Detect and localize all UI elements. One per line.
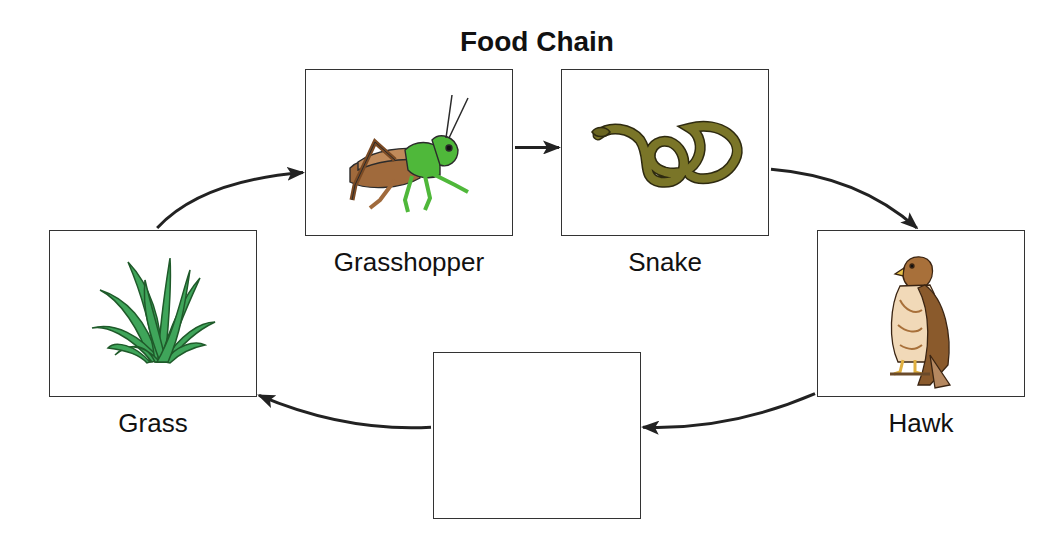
picture-box — [305, 69, 513, 236]
energy-arrow — [157, 173, 303, 228]
picture-box — [433, 352, 641, 519]
food-chain-node: Grasshopper — [305, 69, 513, 277]
food-chain-node — [433, 352, 641, 519]
energy-arrow — [643, 394, 815, 428]
energy-arrow — [259, 395, 431, 427]
energy-arrow — [771, 169, 917, 228]
diagram-title: Food Chain — [337, 24, 737, 60]
grass-picture — [92, 258, 215, 363]
picture-box — [49, 230, 257, 397]
energy-arrow — [515, 146, 559, 149]
grasshopper-picture — [350, 95, 468, 212]
organism-label: Grasshopper — [305, 247, 513, 277]
organism-label: Grass — [49, 408, 257, 438]
food-chain-node: Snake — [561, 69, 769, 277]
food-chain-node: Hawk — [817, 230, 1025, 438]
snake-picture — [592, 126, 737, 182]
food-chain-node: Grass — [49, 230, 257, 438]
picture-box — [561, 69, 769, 236]
hawk-picture — [890, 257, 950, 388]
picture-box — [817, 230, 1025, 397]
organism-label: Snake — [561, 247, 769, 277]
organism-label: Hawk — [817, 408, 1025, 438]
